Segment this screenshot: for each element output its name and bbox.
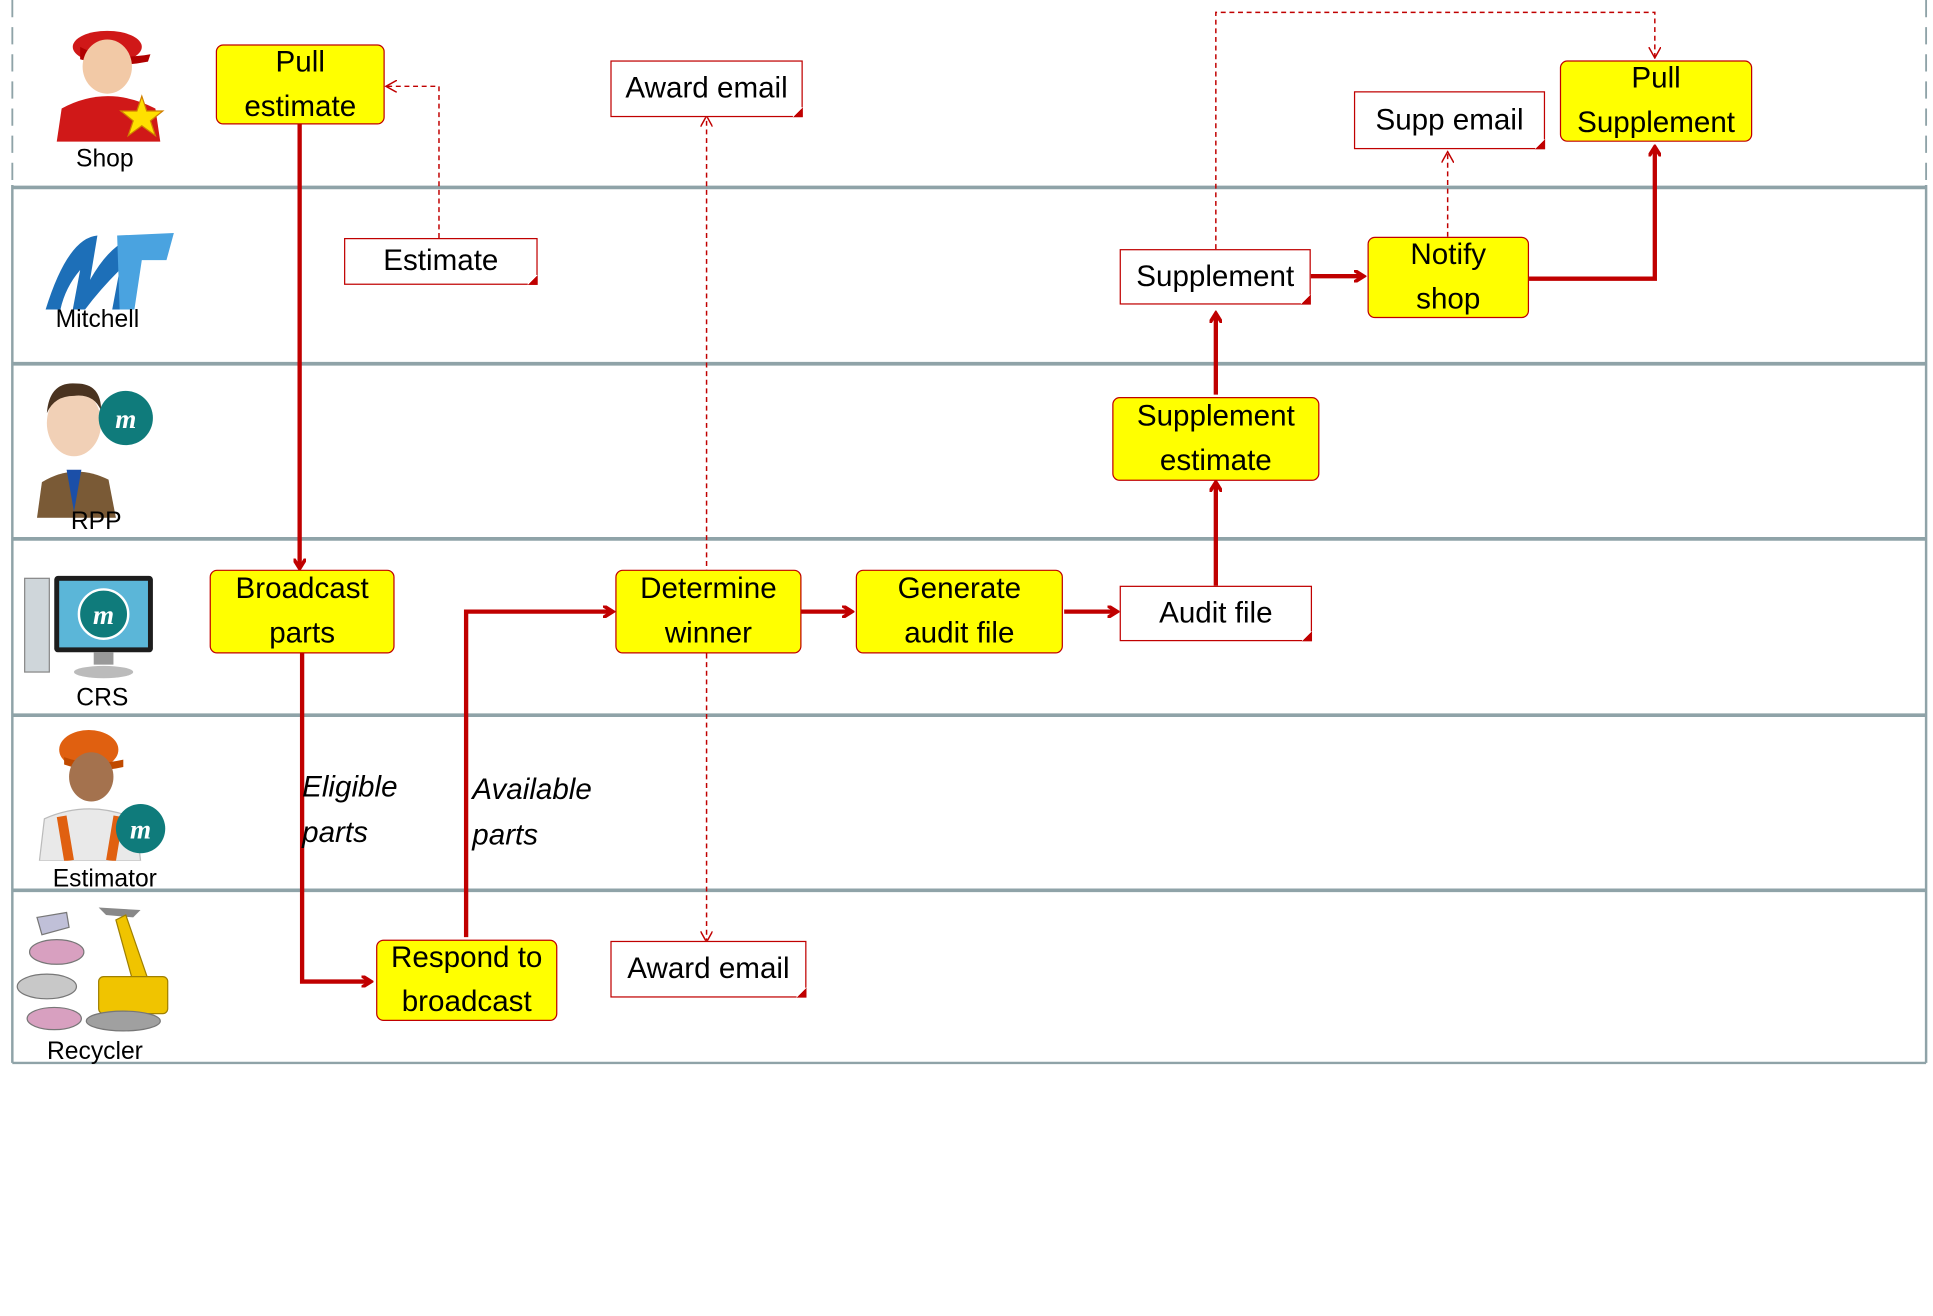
document-supp-email: Supp email <box>1353 91 1546 150</box>
document-supplement: Supplement <box>1119 249 1311 305</box>
connectors <box>11 0 1928 1065</box>
process-supplement-estimate: Supplement estimate <box>1112 397 1320 481</box>
recycler-scrapyard-icon <box>12 900 175 1036</box>
mitchell-logo-icon <box>43 228 179 314</box>
document-award-email-top: Award email <box>610 60 803 118</box>
solid-flow-arrows <box>300 124 1655 982</box>
label-eligible-parts: Eligible parts <box>302 770 398 850</box>
lane-label-crs: CRS <box>76 684 129 712</box>
shop-worker-icon <box>49 12 166 142</box>
label-available-parts: Available parts <box>472 773 592 853</box>
process-notify-shop: Notify shop <box>1367 236 1530 319</box>
process-broadcast-parts: Broadcast parts <box>209 569 395 654</box>
lane-label-recycler: Recycler <box>46 1038 143 1066</box>
process-generate-audit-file: Generate audit file <box>855 569 1063 654</box>
estimator-worker-icon: m <box>37 725 173 861</box>
lane-dividers <box>12 185 1927 893</box>
lane-label-shop: Shop <box>76 145 134 173</box>
businessman-icon: m <box>36 376 160 518</box>
document-award-email-bottom: Award email <box>610 940 807 998</box>
svg-text:m: m <box>93 600 114 630</box>
lane-label-estimator: Estimator <box>52 865 157 893</box>
document-audit-file: Audit file <box>1119 585 1313 642</box>
svg-text:m: m <box>130 815 151 845</box>
dashed-flow-arrows <box>387 11 1655 941</box>
process-pull-estimate: Pull estimate <box>215 44 385 125</box>
process-pull-supplement: Pull Supplement <box>1559 60 1753 142</box>
frame <box>11 0 1928 1065</box>
document-estimate: Estimate <box>344 237 538 285</box>
process-respond-to-broadcast: Respond to broadcast <box>376 939 558 1022</box>
process-determine-winner: Determine winner <box>615 569 802 654</box>
svg-text:m: m <box>115 404 136 434</box>
computer-icon: m <box>22 573 158 682</box>
lane-label-mitchell: Mitchell <box>55 305 140 333</box>
lane-label-rpp: RPP <box>70 508 122 536</box>
